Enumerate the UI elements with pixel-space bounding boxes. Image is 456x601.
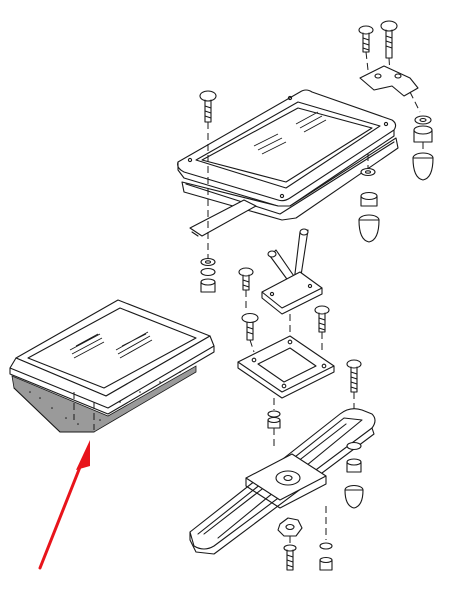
bolt-mid-right (314, 305, 330, 333)
washer-swivel-1 (267, 410, 281, 418)
hinge-plate-upper (261, 271, 323, 315)
top-bolt-right (380, 20, 398, 59)
nut-rail-right (346, 458, 362, 473)
red-pointer-arrow (38, 440, 90, 570)
washer-right-1 (414, 115, 432, 125)
washer-right-2 (360, 167, 376, 177)
cushion-speckles (29, 371, 181, 425)
hinge-bracket (359, 65, 419, 97)
bolt-upper-left (199, 90, 217, 123)
swivel-base (245, 453, 327, 509)
cap-nut-right-1 (412, 152, 434, 181)
nut-bottom-right (319, 556, 333, 571)
nut-right-2 (360, 191, 378, 207)
top-bolt-left (358, 25, 374, 53)
nut-left-1 (200, 278, 216, 293)
bolt-mid-lower-left (241, 312, 259, 341)
cap-nut-rail-right (344, 484, 364, 509)
bolt-mid-left (238, 267, 254, 291)
swivel-plate (237, 335, 335, 399)
nut-swivel-1 (267, 416, 281, 429)
washer-rail-right (346, 441, 362, 451)
cap-nut-right-2 (358, 214, 380, 243)
upper-seat-top (177, 89, 397, 207)
upper-seat-frame (181, 137, 399, 221)
washer-left-1 (200, 257, 216, 267)
washer-left-2 (200, 267, 216, 277)
nut-right-1 (413, 125, 433, 143)
adjust-knob (277, 517, 303, 537)
detached-seat-frame (9, 299, 215, 433)
left-rail-upper (189, 199, 257, 237)
bolt-bottom (283, 544, 297, 571)
bolt-swivel-right (346, 359, 362, 393)
washer-bottom-right (319, 542, 333, 550)
